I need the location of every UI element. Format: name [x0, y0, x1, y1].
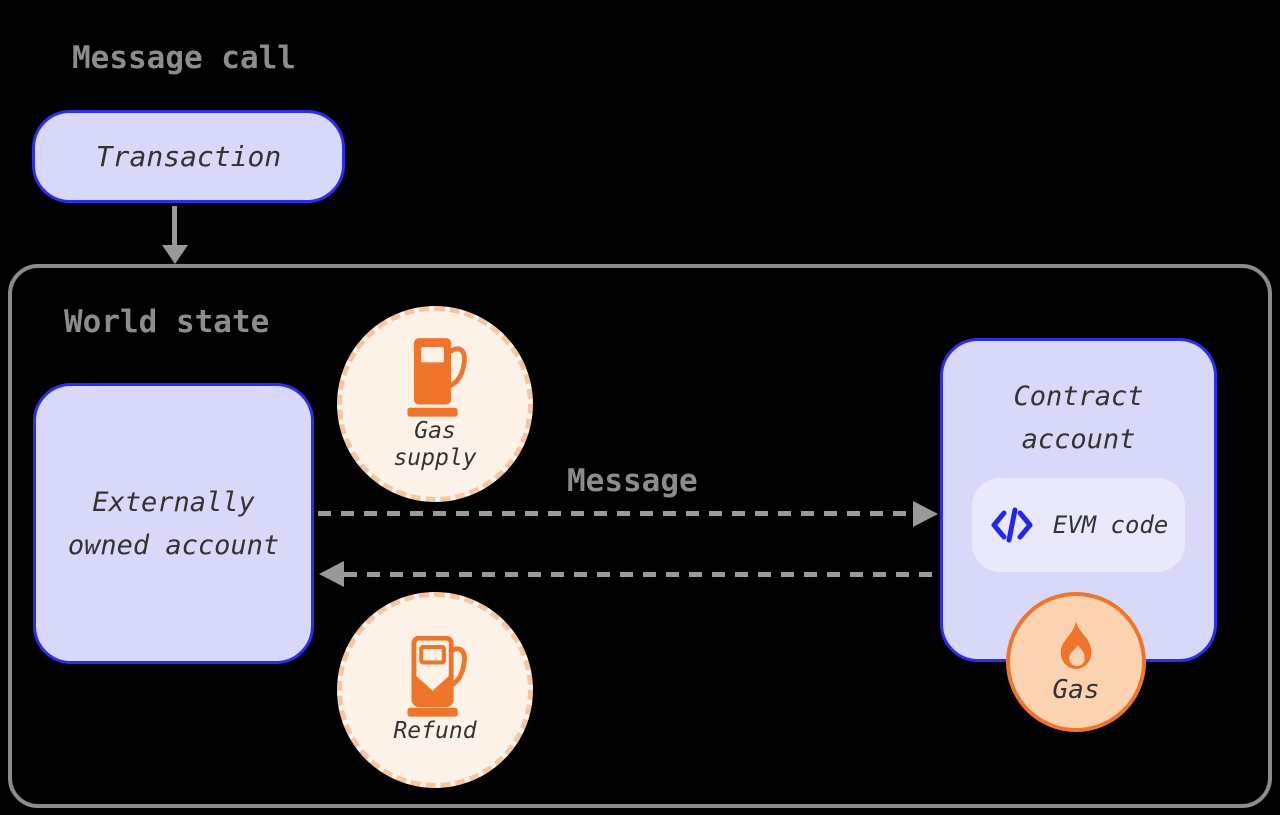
transaction-arrow-line [172, 206, 177, 247]
flame-icon [1053, 619, 1099, 673]
message-arrow-label: Message [567, 463, 698, 499]
transaction-node: Transaction [32, 110, 345, 203]
gas-supply-label-line1: Gas [414, 418, 456, 444]
message-arrow-line [318, 511, 913, 516]
refund-label: Refund [393, 717, 477, 744]
eoa-label-line1: Externally [92, 486, 255, 518]
right-arrow-icon [913, 501, 938, 527]
left-arrow-icon [319, 561, 344, 587]
gas-pump-icon [401, 336, 469, 418]
gas-pump-refund-icon [401, 635, 469, 718]
gas-badge: Gas [1006, 592, 1146, 732]
gas-supply-label-line2: supply [393, 445, 477, 471]
contract-label-line2: account [1021, 424, 1136, 455]
gas-supply-badge: Gas supply [337, 306, 533, 502]
eoa-label-line2: owned account [67, 529, 280, 561]
transaction-label: Transaction [95, 140, 282, 173]
evm-code-pill: EVM code [972, 478, 1185, 572]
diagram-title: Message call [72, 40, 296, 76]
return-arrow-line [344, 572, 940, 577]
externally-owned-account-node: Externally owned account [33, 383, 314, 664]
code-brackets-icon [989, 506, 1035, 544]
refund-badge: Refund [337, 592, 533, 788]
world-state-label: World state [64, 304, 270, 340]
world-state-box [8, 264, 1272, 808]
down-arrow-icon [162, 245, 188, 264]
evm-code-label: EVM code [1052, 511, 1169, 539]
gas-label: Gas [1052, 675, 1100, 705]
contract-label-line1: Contract [1013, 381, 1144, 412]
